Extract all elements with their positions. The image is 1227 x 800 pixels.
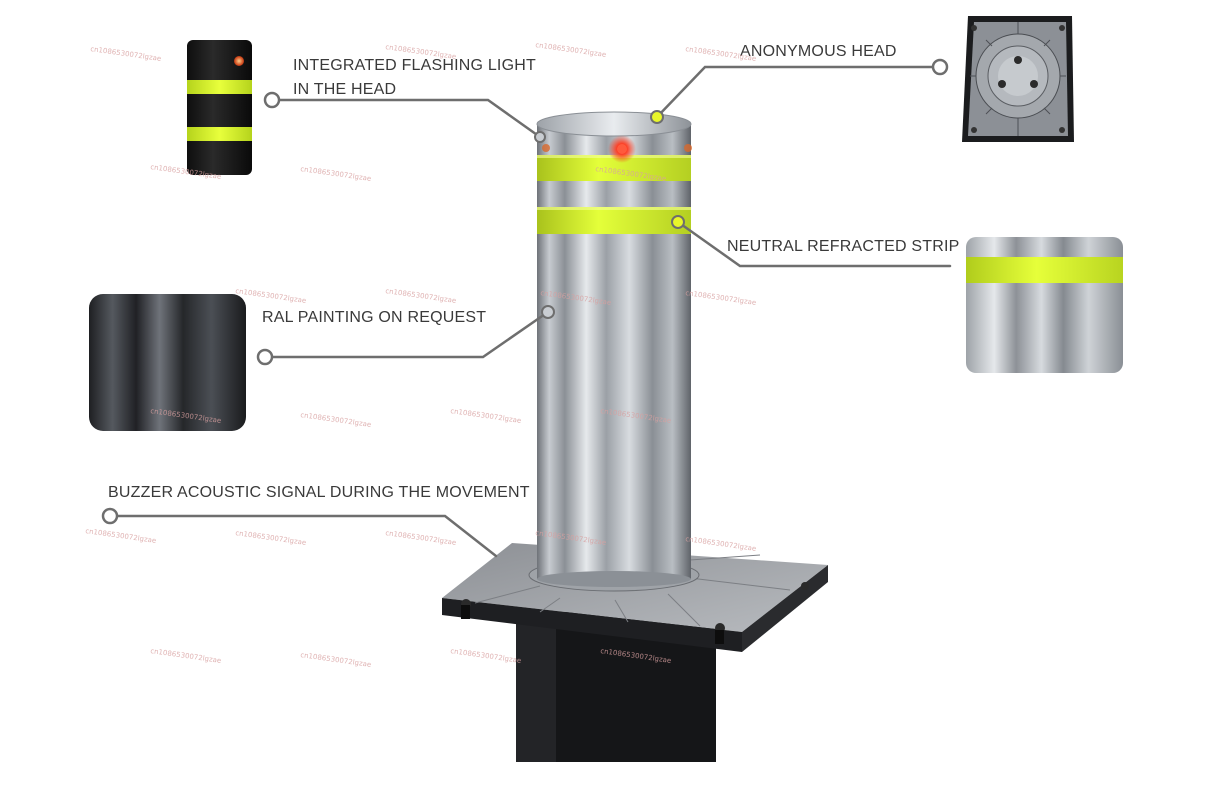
buzzer-label: BUZZER ACOUSTIC SIGNAL DURING THE MOVEME…: [108, 484, 530, 501]
bollard-cylinder: [537, 124, 691, 579]
anonymous-head-thumbnail: [960, 14, 1074, 144]
leader-flashing-light: [277, 98, 542, 139]
ral-painting-label: RAL PAINTING ON REQUEST: [262, 309, 487, 326]
refracted-strip-thumbnail: [966, 237, 1123, 373]
refracted-strip-label: NEUTRAL REFRACTED STRIP: [727, 238, 960, 255]
leader-refracted-strip: [676, 220, 952, 268]
ral-painting-thumbnail: [89, 294, 246, 431]
reflective-strip-lower: [537, 207, 691, 234]
leader-buzzer: [108, 514, 498, 558]
leader-ral-painting: [263, 310, 550, 359]
anonymous-head-label: ANONYMOUS HEAD: [740, 43, 897, 60]
flashing-light-thumbnail: [187, 40, 252, 175]
leader-anonymous-head: [655, 65, 942, 119]
flashing-light-label: INTEGRATED FLASHING LIGHT IN THE HEAD: [293, 57, 536, 98]
